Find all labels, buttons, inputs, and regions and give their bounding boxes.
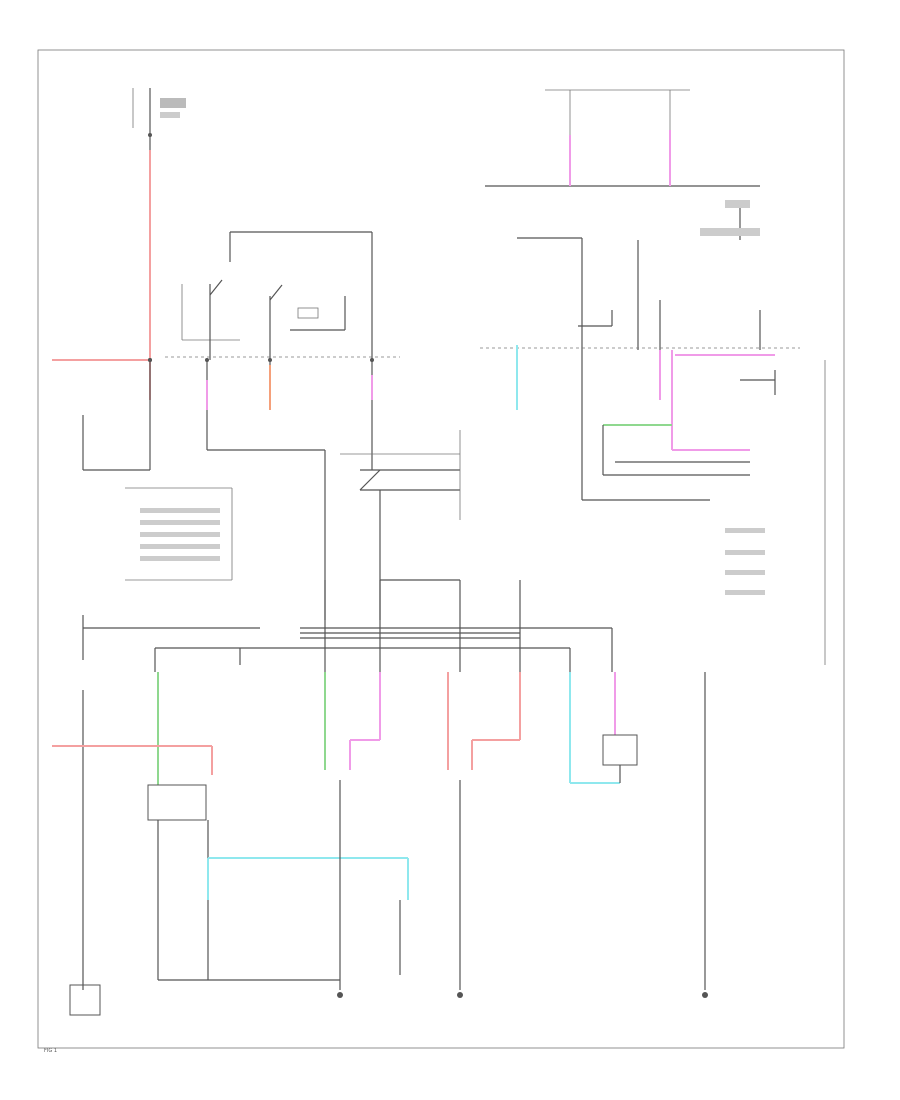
top-left-power-feed [52, 88, 186, 400]
diagram-frame [37, 49, 845, 1049]
headlamp-switch [181, 231, 373, 360]
drl-module [125, 487, 233, 581]
fuse-bus [82, 579, 613, 672]
top-right-fuse-block [485, 89, 760, 240]
connector-legend-right [725, 528, 765, 595]
right-side-relays [517, 200, 826, 665]
lower-right-circuit [569, 672, 708, 998]
lower-left-circuit [52, 672, 409, 1016]
headlamp-circuits [324, 672, 521, 998]
figure-label: FIG 1 [44, 1048, 57, 1054]
switch-output-wires [148, 358, 374, 620]
left-fuse-circuit [82, 415, 151, 471]
dimmer-relay [340, 430, 461, 620]
